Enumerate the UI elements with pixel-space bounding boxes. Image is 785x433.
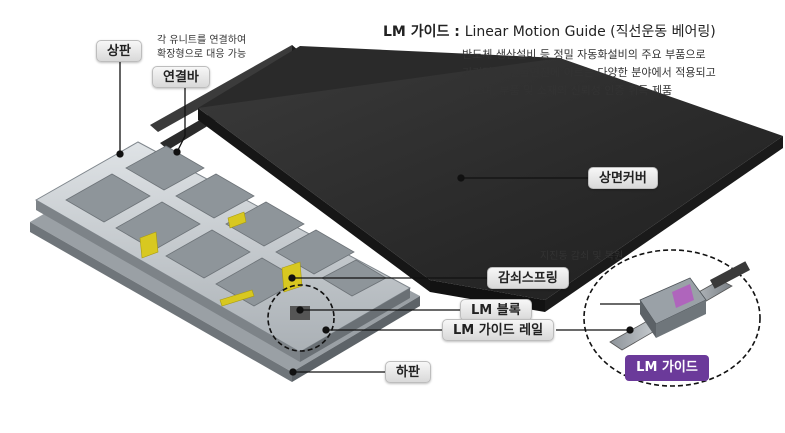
description-line: 있으며, 부품 및 소재의 신뢰성 인증 취득 제품 (462, 84, 673, 97)
label-top-plate: 상판 (96, 40, 142, 62)
damper-note: 지진동 감쇠 및 복원 (540, 251, 624, 262)
top-plate-frame (34, 141, 412, 362)
description-line: 기기면진, 건물면진에 이르는 다양한 분야에서 적용되고 (462, 66, 716, 79)
label-damper-spring: 감쇠스프링 (487, 267, 569, 289)
lm-guide-badge: LM 가이드 (625, 355, 709, 381)
connect-note-line-1: 각 유니트를 연결하여 (157, 35, 247, 46)
lm-guide-description: 반도체 생산설비 등 정밀 자동화설비의 주요 부품으로 기기면진, 건물면진에… (462, 46, 772, 100)
heading-full: Linear Motion Guide (직선운동 베어링) (464, 24, 716, 40)
label-bottom-plate: 하판 (385, 361, 431, 383)
top-cover-panel (198, 46, 783, 312)
leader-lines (116, 60, 640, 376)
lm-block-highlight (267, 284, 335, 352)
heading-colon: : (454, 24, 460, 40)
lm-guide-heading: LM 가이드 : Linear Motion Guide (직선운동 베어링) (383, 21, 716, 41)
label-top-cover: 상면커버 (588, 167, 658, 189)
label-lm-guide-rail: LM 가이드 레일 (442, 319, 555, 341)
lm-guide-zoom-circle (583, 249, 761, 387)
label-connect-bar: 연결바 (152, 66, 210, 88)
description-line: 반도체 생산설비 등 정밀 자동화설비의 주요 부품으로 (462, 48, 706, 61)
label-lm-block: LM 블록 (460, 299, 532, 321)
connect-note-line-2: 확장형으로 대응 가능 (157, 49, 247, 60)
damper-springs (139, 211, 303, 307)
lm-guide-detail (609, 261, 751, 351)
heading-term: LM 가이드 (383, 24, 450, 40)
